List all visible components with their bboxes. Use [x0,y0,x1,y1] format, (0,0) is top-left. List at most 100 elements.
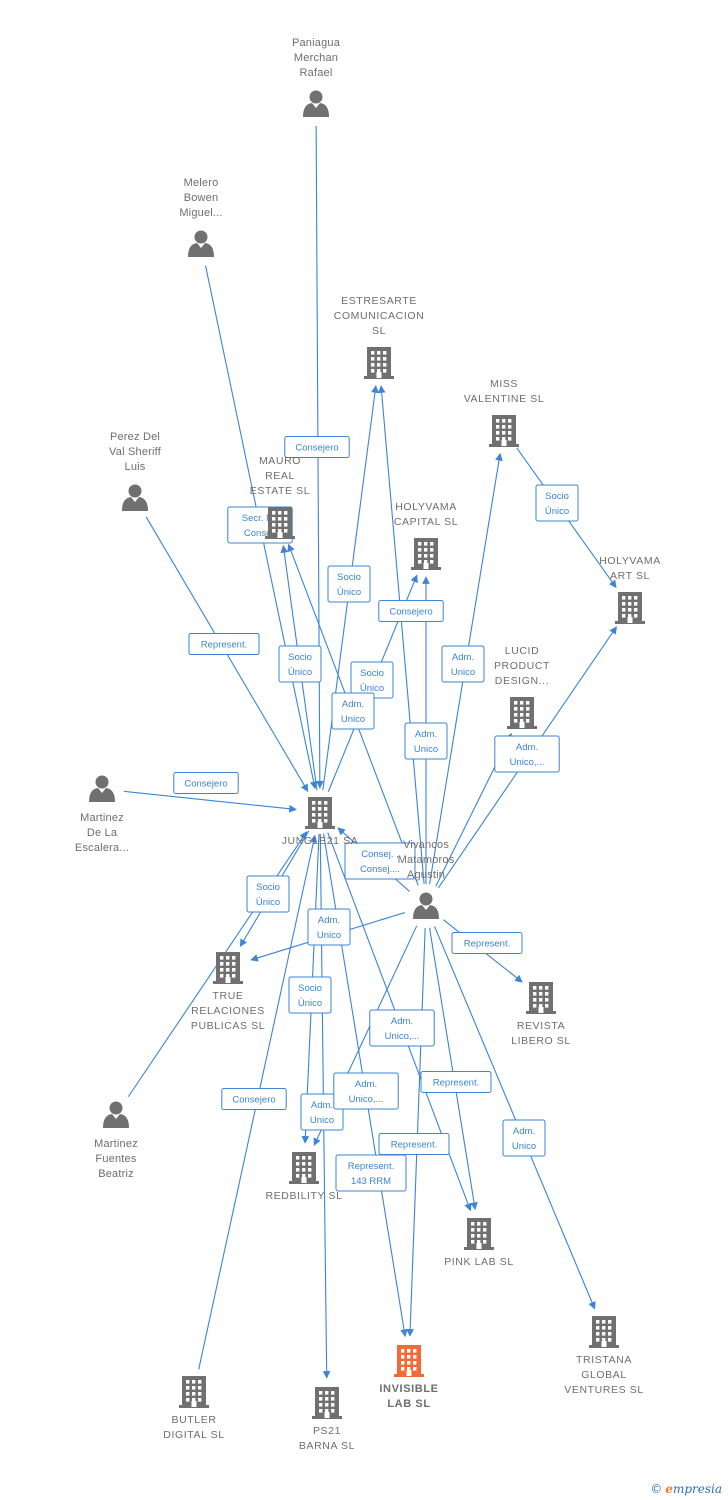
node-label: Escalera... [75,842,129,854]
building-icon [179,1376,209,1408]
building-icon [615,592,645,624]
edge-vivancos-tristana [433,926,596,1310]
node-label: Merchan [294,52,338,64]
node-label: LAB SL [387,1398,430,1410]
node-label: REVISTA [517,1020,565,1032]
company-node-revista[interactable]: REVISTA LIBERO SL [511,982,571,1047]
building-icon [507,697,537,729]
edge-label: Consejero [173,772,239,794]
building-icon [589,1316,619,1348]
edge-label: Represent. [378,1133,450,1155]
person-node-martinez_escalera[interactable]: Martinez De La Escalera... [75,775,129,855]
person-icon [188,230,214,257]
node-label: COMUNICACION [334,310,425,322]
node-label: Martinez [80,812,124,824]
edge-label: Consej. ,Consej.... [344,842,416,880]
company-node-invisible_lab[interactable]: INVISIBLE LAB SL [379,1345,438,1410]
building-icon [213,952,243,984]
edge-label-text: Consejero [232,1095,275,1106]
edge-label-text: Adm. [355,1079,377,1090]
edge-label-text: Represent. [348,1161,394,1172]
copyright-notice: ©empresia [650,1482,722,1496]
edge-vivancos-invisible_lab [406,927,426,1337]
node-label: TRISTANA [576,1354,632,1366]
node-label: DESIGN... [495,675,549,687]
edge-label-text: Adm. [391,1016,413,1027]
edge-label-text: Adm. [342,699,364,710]
node-label: De La [87,827,118,839]
building-icon [312,1387,342,1419]
edge-vivancos-estresarte [377,385,425,885]
node-label: TRUE [213,990,244,1002]
company-node-redbility[interactable]: REDBILITY SL [265,1152,342,1202]
edge-label-text: Único [298,998,322,1009]
building-icon [526,982,556,1014]
building-icon [394,1345,424,1377]
company-node-jungle21[interactable]: JUNGLE21 SA [282,797,359,847]
node-label: JUNGLE21 SA [282,835,359,847]
person-icon [413,892,439,919]
edge-label-text: Represent. [201,640,247,651]
edge-label: Represent. [451,932,523,954]
node-label: Matamoros [398,854,455,866]
edge-label: Adm.Unico [331,692,375,730]
person-icon [89,775,115,802]
edge-label-text: Unico [512,1141,536,1152]
edge-label-text: Represent. [464,939,510,950]
node-label: HOLYVAMA [395,501,457,513]
node-label: ESTATE SL [250,485,310,497]
edge-label-text: Socio [298,983,322,994]
building-icon [411,538,441,570]
edge-label: Adm.Unico,... [333,1072,399,1110]
edge-label-text: Consejero [389,607,432,618]
node-label: HOLYVAMA [599,555,661,567]
node-label: Perez Del [110,431,160,443]
node-label: Rafael [300,67,333,79]
brand-name: mpresia [672,1482,722,1496]
edge-label-text: Adm. [318,915,340,926]
node-label: Miguel... [179,207,222,219]
node-label: DIGITAL SL [163,1429,224,1441]
company-node-pink_lab[interactable]: PINK LAB SL [444,1218,514,1268]
building-icon [305,797,335,829]
node-label: PS21 [313,1425,341,1437]
person-node-melero[interactable]: MeleroBowenMiguel... [179,177,222,257]
edge-label-text: Represent. [433,1078,479,1089]
edge-label: Adm.Unico [300,1093,344,1131]
edge-label-text: Socio [337,572,361,583]
node-label: ESTRESARTE [341,295,417,307]
node-label: RELACIONES [191,1005,265,1017]
edge-label-text: Consej. , [361,849,399,860]
node-label: INVISIBLE [379,1383,438,1395]
node-label: Paniagua [292,37,341,49]
edge-label-text: Consejero [184,779,227,790]
node-label: Val Sheriff [109,446,162,458]
edge-label-text: Consej. [244,528,276,539]
node-label: Agustin [407,869,445,881]
brand-initial: e [665,1482,673,1496]
edge-label-text: Unico,... [510,757,545,768]
node-label: Luis [125,461,146,473]
edge-label: Adm.Unico [502,1119,546,1157]
building-icon [489,415,519,447]
edge-label: Represent.143 RRM [335,1154,407,1192]
company-node-lucid[interactable]: LUCIDPRODUCTDESIGN... [494,645,550,729]
node-label: LUCID [505,645,540,657]
node-label: LIBERO SL [511,1035,571,1047]
